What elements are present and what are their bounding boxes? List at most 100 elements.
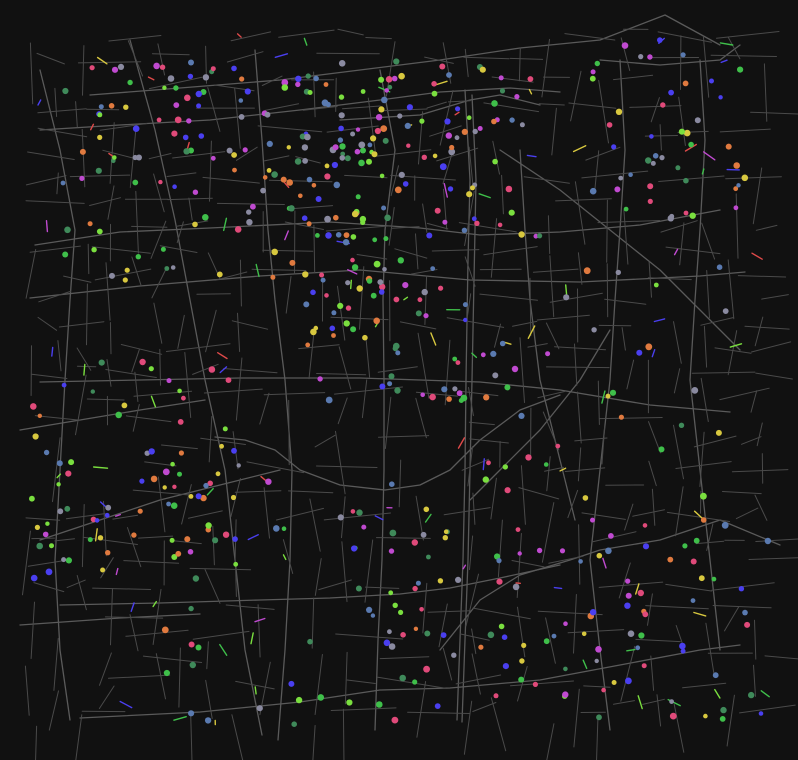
intersection-node-91 [153,62,160,70]
intersection-node-339 [231,447,237,454]
intersection-node-186 [497,222,503,228]
intersection-node-164 [375,114,383,121]
intersection-node-295 [172,484,177,489]
intersection-node-474 [625,677,632,685]
intersection-node-315 [192,575,200,582]
minor-street-147 [463,700,473,755]
minor-street-406 [564,467,606,472]
intersection-node-550 [715,429,722,436]
minor-street-458 [192,630,250,640]
intersection-node-219 [449,144,455,151]
major-road-1 [29,269,746,299]
intersection-node-169 [402,181,409,187]
intersection-node-109 [302,271,309,278]
minor-street-173 [546,723,555,760]
intersection-node-276 [455,360,461,365]
intersection-node-197 [382,137,389,144]
highlight-segment-42 [703,151,716,161]
intersection-node-45 [350,257,355,263]
intersection-node-513 [291,721,298,727]
minor-street-469 [346,679,376,684]
intersection-node-567 [609,389,617,396]
highlight-segment-11 [56,473,62,479]
intersection-node-416 [618,175,624,181]
intersection-node-262 [303,301,310,308]
minor-street-461 [567,629,625,634]
highlight-segment-4 [626,648,636,652]
minor-street-295 [263,155,290,162]
minor-street-186 [594,150,600,191]
minor-street-281 [750,111,798,115]
minor-street-205 [651,488,656,526]
intersection-node-521 [361,524,367,530]
minor-street-28 [106,359,112,387]
intersection-node-354 [236,463,241,468]
minor-street-134 [442,647,453,681]
minor-street-196 [624,503,634,531]
minor-street-480 [613,700,635,705]
intersection-node-364 [589,609,597,616]
intersection-node-574 [591,327,597,333]
intersection-node-483 [624,602,631,609]
intersection-node-208 [461,128,468,135]
intersection-node-490 [307,638,313,645]
intersection-node-384 [605,547,612,555]
minor-street-377 [546,366,610,369]
highlight-segment-15 [751,252,763,260]
intersection-node-180 [301,144,309,151]
intersection-node-410 [688,141,694,148]
minor-street-448 [665,583,712,592]
intersection-node-565 [658,446,665,453]
intersection-node-407 [451,652,457,658]
minor-street-463 [142,655,203,663]
minor-street-303 [202,176,260,184]
minor-street-346 [38,290,71,303]
minor-street-375 [316,373,367,376]
intersection-node-282 [452,356,458,362]
minor-street-217 [673,703,685,753]
minor-street-67 [212,525,215,566]
highlight-segment-78 [443,182,448,198]
intersection-node-250 [356,285,363,292]
minor-street-285 [326,125,379,133]
highlight-segment-58 [602,557,607,569]
intersection-node-255 [441,386,448,393]
intersection-node-50 [187,73,194,80]
minor-street-135 [464,48,469,78]
highlight-segment-8 [37,99,42,106]
intersection-node-510 [355,585,362,592]
minor-street-98 [335,77,337,112]
intersection-node-334 [97,535,104,541]
intersection-node-99 [331,161,338,169]
minor-street-472 [510,680,574,687]
minor-street-357 [446,317,505,328]
intersection-node-454 [667,215,674,222]
minor-street-179 [577,391,582,444]
minor-street-459 [335,633,404,640]
intersection-node-170 [406,104,413,111]
intersection-node-19 [112,155,117,160]
major-road-10 [129,39,263,736]
minor-street-424 [666,511,730,522]
intersection-node-98 [338,94,345,100]
minor-street-237 [756,422,763,447]
minor-street-54 [188,197,193,221]
minor-street-73 [237,312,241,352]
minor-street-441 [748,557,798,560]
minor-street-126 [422,582,428,634]
minor-street-74 [235,357,243,421]
minor-street-450 [104,616,164,619]
intersection-node-59 [325,232,332,239]
minor-street-260 [710,54,777,57]
intersection-node-158 [519,122,525,128]
intersection-node-178 [398,72,405,80]
intersection-node-496 [317,694,325,701]
intersection-node-150 [358,159,365,167]
minor-street-348 [479,293,538,301]
highlight-segment-7 [527,325,536,339]
intersection-node-393 [496,558,502,564]
minor-street-24 [107,185,115,220]
minor-street-207 [650,655,655,691]
intersection-node-289 [68,459,75,466]
intersection-node-394 [611,680,617,685]
